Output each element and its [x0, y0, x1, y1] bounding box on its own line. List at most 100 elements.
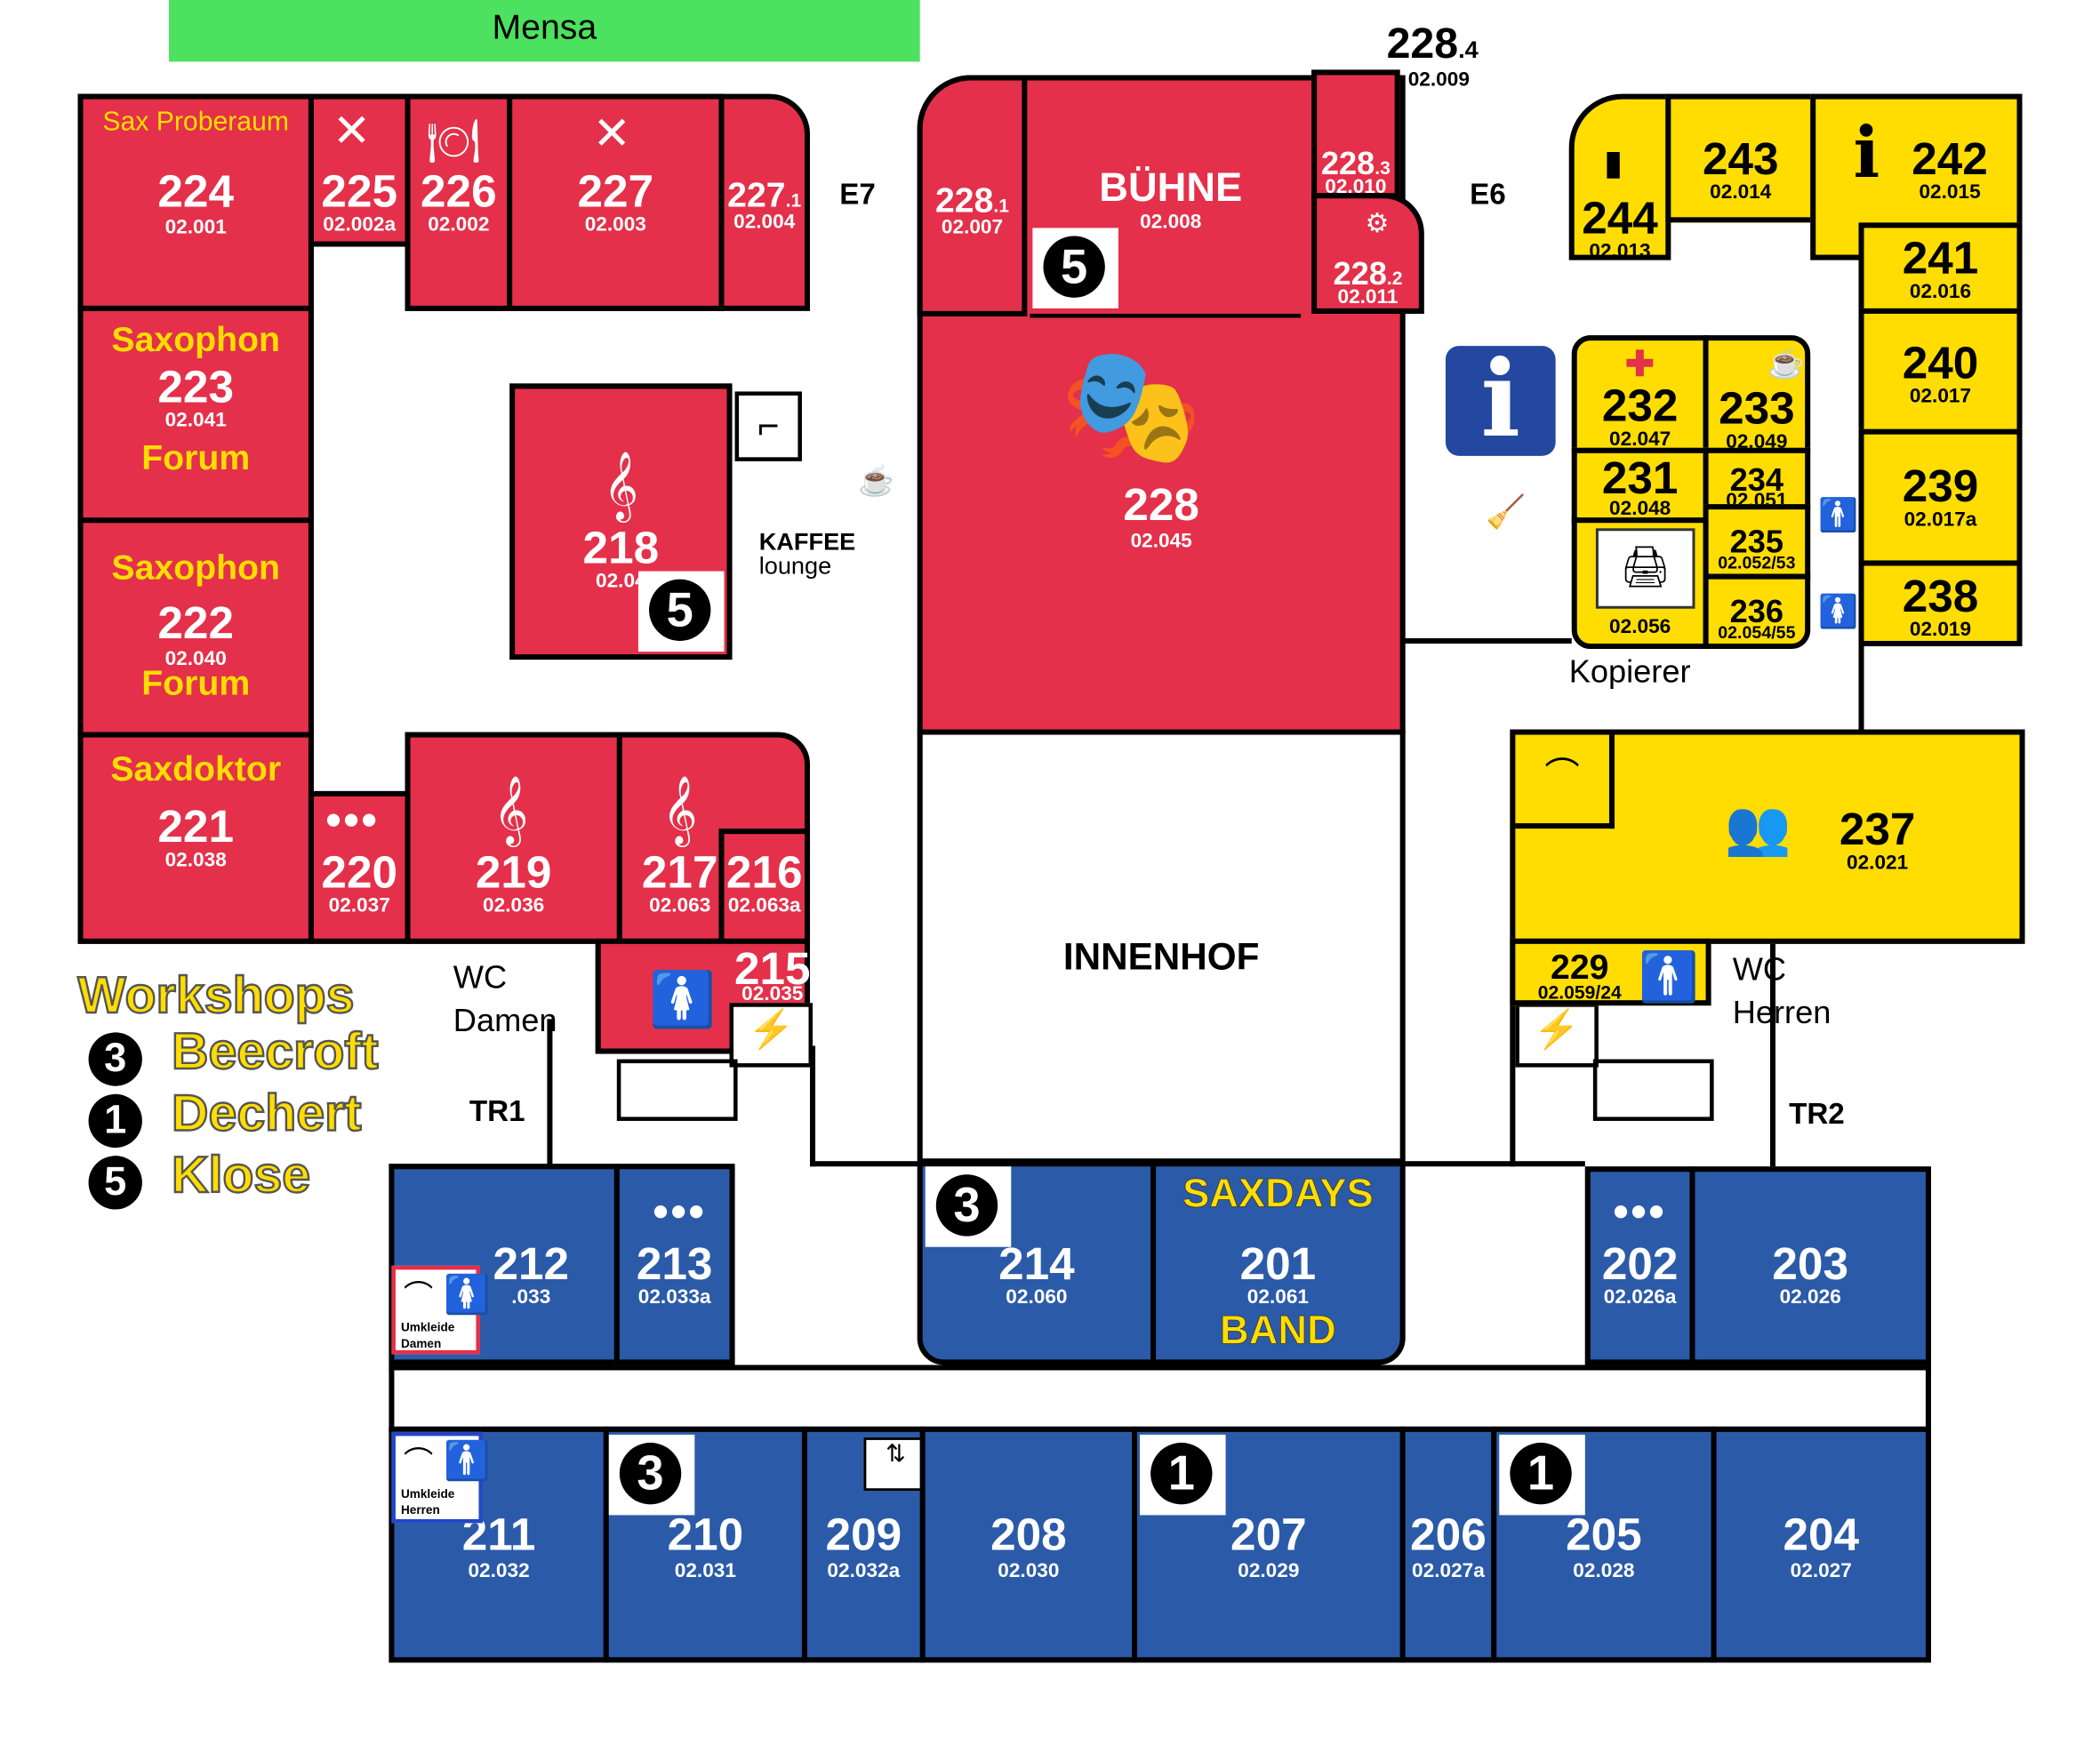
room-238[interactable]: 238 02.019 [1858, 560, 2023, 647]
room-code: 02.035 [741, 982, 804, 1006]
legend-number: 1 [88, 1093, 142, 1149]
innenhof-label: INNENHOF [1062, 935, 1260, 978]
room-237[interactable]: ⌒ 👥 237 02.021 [1510, 729, 2025, 944]
umkleide-label: Damen [400, 1336, 442, 1350]
room-243[interactable]: 243 02.014 [1665, 93, 1816, 223]
room-226[interactable]: 🍽 226 02.002 [405, 93, 513, 311]
innenhof[interactable]: INNENHOF [917, 729, 1406, 1165]
room-234[interactable]: 234 02.051 [1703, 447, 1811, 511]
room-206[interactable]: 206 02.027a [1399, 1426, 1497, 1663]
room-number: 238 [1902, 571, 1979, 622]
umkleide-damen[interactable]: ⌒ 🚺 Umkleide Damen [391, 1265, 491, 1355]
corridor-wall [1402, 637, 1572, 644]
room-204[interactable]: 204 02.027 [1711, 1426, 1931, 1663]
corridor-wall [1402, 1161, 1585, 1167]
room-201[interactable]: SAXDAYS 201 02.061 BAND [1150, 1161, 1406, 1365]
room-228-2[interactable]: ⚙ 228.2 02.011 [1311, 193, 1424, 314]
room-241[interactable]: 241 02.016 [1858, 222, 2023, 314]
room-number: 243 [1702, 133, 1779, 186]
room-number: 213 [636, 1238, 713, 1290]
room-223[interactable]: Saxophon 223 02.041 Forum [77, 305, 314, 524]
room-202[interactable]: ●●● 202 02.026a [1584, 1166, 1695, 1365]
info-point[interactable]: i [1445, 345, 1556, 456]
room-code: 02.032 [468, 1559, 530, 1582]
room-236[interactable]: 236 02.054/55 [1703, 573, 1811, 650]
info-icon: i [1853, 112, 1880, 195]
room-228-1[interactable]: 228.1 02.007 [917, 75, 1028, 316]
umkleide-label: Umkleide [400, 1486, 455, 1501]
room-233[interactable]: ☕ 233 02.049 [1703, 335, 1811, 453]
room-228-4[interactable]: 228.4 02.009 [1387, 19, 1479, 91]
corridor-wall [547, 1019, 553, 1167]
room-220[interactable]: ●●● 220 02.037 [308, 790, 411, 944]
workshop-number: 1 [1510, 1442, 1572, 1505]
room-229[interactable]: 229 02.059/24 🚹 [1510, 938, 1711, 1006]
room-name: Forum [141, 662, 251, 703]
room-number: 237 [1839, 804, 1916, 856]
corridor-wall [389, 1365, 395, 1432]
room-239[interactable]: 239 02.017a [1858, 428, 2023, 566]
chef-icon: ✕ [592, 108, 631, 160]
room-231[interactable]: 231 02.048 [1571, 447, 1709, 524]
room-207[interactable]: 207 02.029 [1132, 1426, 1406, 1663]
room-code: 02.063 [649, 894, 711, 917]
room-211[interactable]: 211 02.032 [389, 1426, 609, 1663]
room-209[interactable]: ⇅ 209 02.032a [801, 1426, 928, 1663]
room-number: 225 [321, 166, 397, 218]
room-221[interactable]: Saxdoktor 221 02.038 [77, 732, 314, 944]
room-number: 204 [1783, 1509, 1860, 1561]
workshop-badge[interactable]: 3 [608, 1434, 695, 1516]
room-222[interactable]: Saxophon 222 02.040 Forum [77, 517, 314, 738]
room-code: 02.040 [164, 647, 227, 671]
room-number: 219 [475, 847, 552, 899]
music-clef-icon: 𝄞 [603, 452, 638, 519]
workshop-badge[interactable]: 1 [1499, 1434, 1585, 1516]
room-227[interactable]: ✕ 227 02.003 [507, 93, 725, 311]
stairs-tr2 [1592, 1059, 1714, 1121]
room-code: 02.017a [1904, 508, 1977, 532]
umkleide-herren[interactable]: ⌒ 🚹 Umkleide Herren [391, 1431, 491, 1524]
first-aid-icon: ✚ [1625, 343, 1655, 384]
female-toilet-icon: 🚺 [649, 971, 717, 1030]
room-number: 228 [1333, 256, 1387, 292]
music-clef-icon: 𝄞 [493, 777, 529, 844]
stairs-icon: ⌐ [734, 391, 802, 461]
room-227-1[interactable]: 227.1 02.004 [718, 93, 811, 311]
room-213[interactable]: ●●● 213 02.033a [613, 1164, 735, 1365]
room-232[interactable]: ✚ 232 02.047 [1571, 335, 1709, 453]
room-code: 02.048 [1609, 497, 1671, 521]
room-code: 02.045 [1130, 529, 1192, 553]
dining-icon: 🍽 [426, 116, 481, 165]
room-203[interactable]: 203 02.026 [1689, 1166, 1931, 1365]
hanger-icon: ⌒ [403, 1278, 434, 1313]
group-icon: ●●● [652, 1193, 706, 1228]
workshop-badge[interactable]: 3 [925, 1166, 1012, 1247]
room-208[interactable]: 208 02.030 [919, 1426, 1138, 1663]
room-name: SAXDAYS [1182, 1172, 1374, 1217]
stair-tr2: TR2 [1789, 1096, 1845, 1131]
room-244[interactable]: ▮ 244 02.013 [1568, 93, 1671, 262]
room-code: 02.041 [164, 409, 227, 432]
room-code: 02.061 [1246, 1285, 1310, 1309]
room-number: 233 [1719, 383, 1795, 435]
workshop-badge[interactable]: 5 [637, 571, 725, 652]
room-219[interactable]: 𝄞 219 02.036 [405, 732, 622, 944]
room-224[interactable]: Sax Proberaum 224 02.001 [77, 93, 314, 311]
workshop-badge[interactable]: 5 [1032, 228, 1118, 308]
wc-damen-label: WC [453, 959, 508, 997]
room-number: 232 [1601, 380, 1679, 432]
room-240[interactable]: 240 02.017 [1858, 308, 2023, 435]
room-name: BAND [1220, 1309, 1336, 1354]
room-216[interactable]: 216 02.063a [718, 828, 811, 944]
room-217[interactable]: 𝄞 217 02.063 [616, 732, 811, 944]
room-225[interactable]: ✕ 225 02.002a [308, 93, 411, 247]
room-number: 212 [493, 1238, 570, 1290]
mensa-banner[interactable]: Mensa [169, 0, 920, 62]
room-230[interactable]: 🖨 02.056 [1571, 517, 1709, 650]
stage-edge [1030, 313, 1302, 318]
room-name: Saxophon [111, 318, 280, 360]
room-number: 201 [1239, 1238, 1317, 1290]
kaffee-lounge[interactable]: ☕ KAFFEE lounge [746, 464, 907, 580]
workshop-badge[interactable]: 1 [1140, 1434, 1226, 1516]
room-235[interactable]: 235 02.052/53 [1703, 504, 1811, 580]
